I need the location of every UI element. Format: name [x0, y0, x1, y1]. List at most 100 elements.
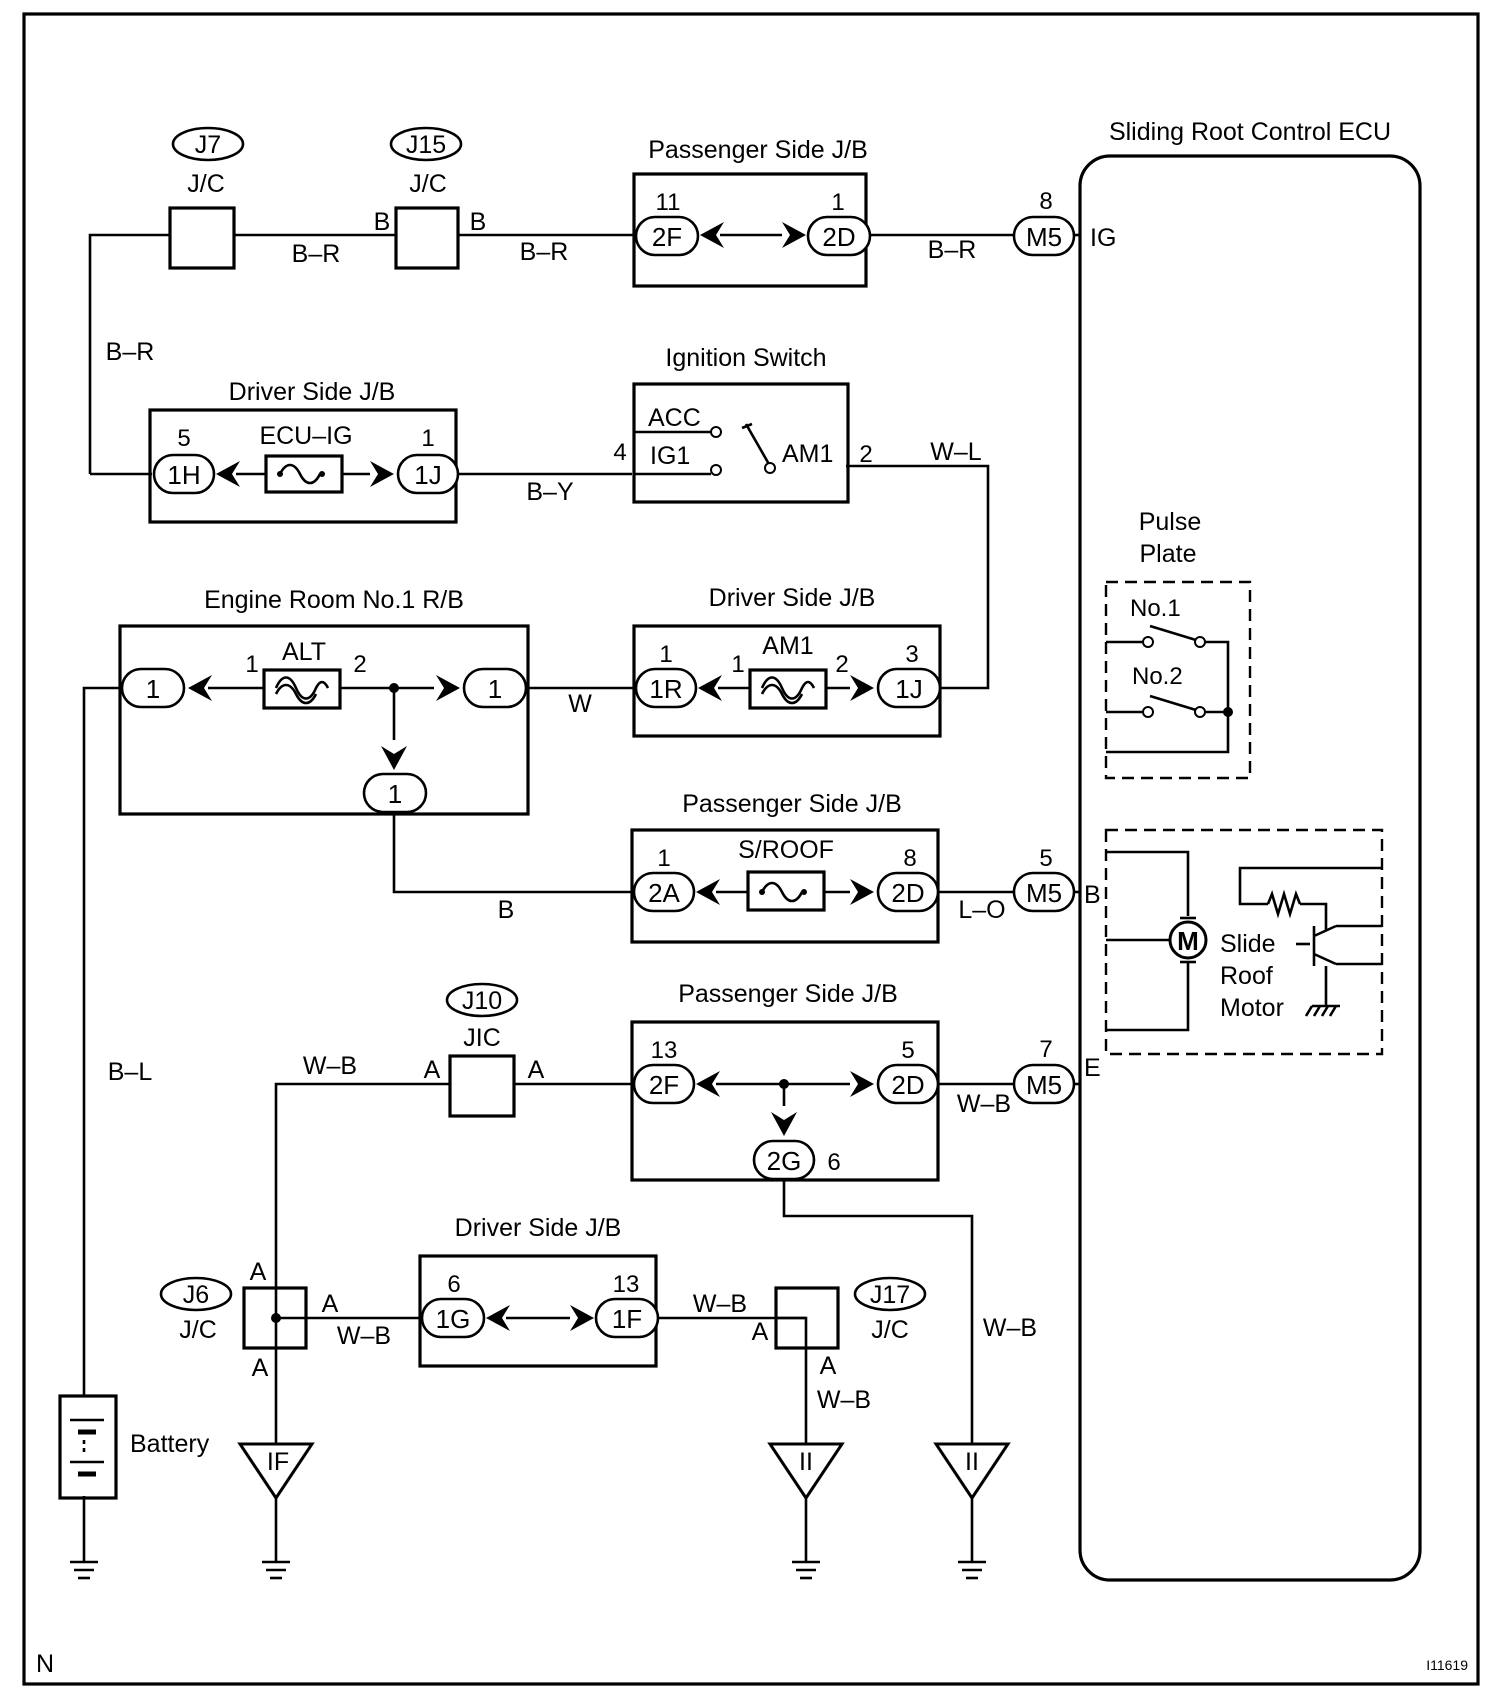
junction-j15: J15 J/C B B	[374, 126, 487, 270]
connector-arrow-icon	[850, 1071, 874, 1097]
wire-label-w-b-4: W–B	[693, 1290, 747, 1318]
wire-label-w-b-1: W–B	[303, 1052, 357, 1080]
fuse-ecu-ig-label: ECU–IG	[259, 422, 352, 450]
passenger-jb-ground-title: Passenger Side J/B	[678, 980, 898, 1008]
ecu-pin-8: 8	[1039, 188, 1052, 215]
driver-jb-ground-title: Driver Side J/B	[455, 1214, 622, 1242]
engine-room-rb: Engine Room No.1 R/B 1 1 ALT 2 1 1	[118, 586, 530, 816]
passenger-jb-ground: Passenger Side J/B 13 2F 5 2D 2G 6	[630, 980, 940, 1182]
conn-2g: 2G	[767, 1146, 802, 1176]
connector-arrow-icon	[216, 461, 240, 487]
wire-label-b-r-4: B–R	[106, 338, 155, 366]
ground-triangle-icon	[237, 1442, 315, 1501]
wire-label-b-r-3: B–R	[928, 236, 977, 264]
junction-j6: J6 J/C A A A	[159, 1258, 339, 1382]
j17-type: J/C	[871, 1316, 909, 1344]
pin-1-sroof: 1	[657, 845, 670, 872]
pin-13-dg: 13	[613, 1271, 640, 1298]
ground-triangle-icon	[767, 1442, 845, 1501]
ground-triangle-icon	[933, 1442, 1011, 1501]
conn-1h: 1H	[167, 460, 200, 490]
fuse-alt-label: ALT	[282, 638, 326, 666]
conn-1r: 1R	[649, 674, 682, 704]
ecu-conn-m5-b: M5	[1026, 878, 1062, 908]
j17-pin-bottom: A	[820, 1352, 837, 1380]
ecu-pin-5: 5	[1039, 845, 1052, 872]
ign-acc: ACC	[648, 404, 701, 432]
ign-pin-4: 4	[613, 439, 626, 466]
conn-2f-top: 2F	[652, 222, 682, 252]
j17-pin-left: A	[752, 1318, 769, 1346]
engine-room-title: Engine Room No.1 R/B	[204, 586, 464, 614]
earth-icon	[70, 1560, 98, 1580]
j10-pin-right: A	[528, 1056, 545, 1084]
alt-pin-2: 2	[353, 651, 366, 678]
conn-2f-ground: 2F	[649, 1070, 679, 1100]
junction-j10: J10 JIC A A	[424, 982, 545, 1118]
pulse-plate: Pulse Plate No.1 No.2	[1104, 508, 1252, 780]
connector-arrow-down-icon	[381, 746, 407, 770]
ign-pin-2: 2	[859, 441, 872, 468]
sliding-roof-ecu: Sliding Root Control ECU 8 M5 IG 5 M5 B …	[1012, 118, 1422, 1582]
junction-j17: J17 J/C A A	[752, 1276, 927, 1380]
wire-label-b: B	[498, 896, 515, 924]
wire-label-w-b-6: W–B	[983, 1314, 1037, 1342]
connector-arrow-icon	[850, 879, 874, 905]
passenger-jb-top-title: Passenger Side J/B	[648, 136, 868, 164]
driver-jb-ecu-ig: Driver Side J/B 5 1H ECU–IG 1 1J	[148, 378, 460, 524]
j7-id: J7	[195, 131, 221, 159]
wires	[82, 233, 1080, 1562]
passenger-jb-sroof: Passenger Side J/B 1 2A S/ROOF 8 2D	[630, 790, 940, 944]
connector-arrow-down-icon	[771, 1112, 797, 1136]
wire-label-b-y: B–Y	[526, 478, 574, 506]
driver-jb-ecuig-title: Driver Side J/B	[229, 378, 396, 406]
driver-jb-ground: Driver Side J/B 6 1G 13 1F	[418, 1214, 660, 1368]
wire-label-b-r-1: B–R	[292, 240, 341, 268]
pin-1-am1: 1	[659, 641, 672, 668]
rb-conn-left: 1	[146, 674, 160, 704]
ground-ii-label-1: II	[799, 1448, 813, 1476]
junction-j7: J7 J/C	[168, 126, 245, 270]
am1-pin-2: 2	[835, 651, 848, 678]
pin-6-dg: 6	[447, 1271, 460, 1298]
battery: Battery	[58, 1394, 210, 1500]
switch-no1: No.1	[1130, 595, 1181, 622]
pulse-plate-title-1: Pulse	[1139, 508, 1202, 536]
alt-pin-1: 1	[245, 651, 258, 678]
motor-label-3: Motor	[1220, 994, 1284, 1022]
conn-2d-sroof: 2D	[891, 878, 924, 908]
connector-arrow-icon	[700, 222, 724, 248]
wire-label-w-b-3: W–B	[337, 1322, 391, 1350]
outer-frame	[22, 12, 1480, 1686]
fuse-sroof-label: S/ROOF	[738, 836, 834, 864]
earth-icon	[958, 1560, 986, 1580]
chassis-ground-icons	[70, 1560, 986, 1580]
j6-pin-right: A	[322, 1290, 339, 1318]
conn-1g: 1G	[436, 1304, 471, 1334]
pin-5-pg: 5	[901, 1037, 914, 1064]
pin-1-ecuig: 1	[421, 425, 434, 452]
passenger-jb-top: Passenger Side J/B 11 2F 1 2D	[632, 136, 872, 288]
j15-box	[394, 206, 460, 270]
figure-id: I11619	[1426, 1657, 1468, 1673]
corner-mark: N	[36, 1650, 54, 1678]
pin-8-sroof: 8	[903, 845, 916, 872]
pin-5: 5	[177, 425, 190, 452]
j15-type: J/C	[409, 170, 447, 198]
ecu-box	[1078, 154, 1422, 1582]
j15-id: J15	[406, 131, 446, 159]
ground-if: IF	[237, 1442, 315, 1501]
j15-pin-right: B	[470, 208, 487, 236]
conn-2d-ground: 2D	[891, 1070, 924, 1100]
conn-1j-ecuig: 1J	[414, 460, 441, 490]
motor-m-icon: M	[1177, 926, 1199, 956]
j7-box	[168, 206, 236, 270]
ground-ii-label-2: II	[965, 1448, 979, 1476]
motor-label-1: Slide	[1220, 930, 1276, 958]
ignition-switch: Ignition Switch ACC IG1 4 AM1 2	[613, 344, 873, 504]
switch-no2: No.2	[1132, 663, 1183, 690]
ecu-title: Sliding Root Control ECU	[1109, 118, 1391, 146]
ground-ii-2: II	[933, 1442, 1011, 1501]
connector-arrow-icon	[698, 675, 722, 701]
